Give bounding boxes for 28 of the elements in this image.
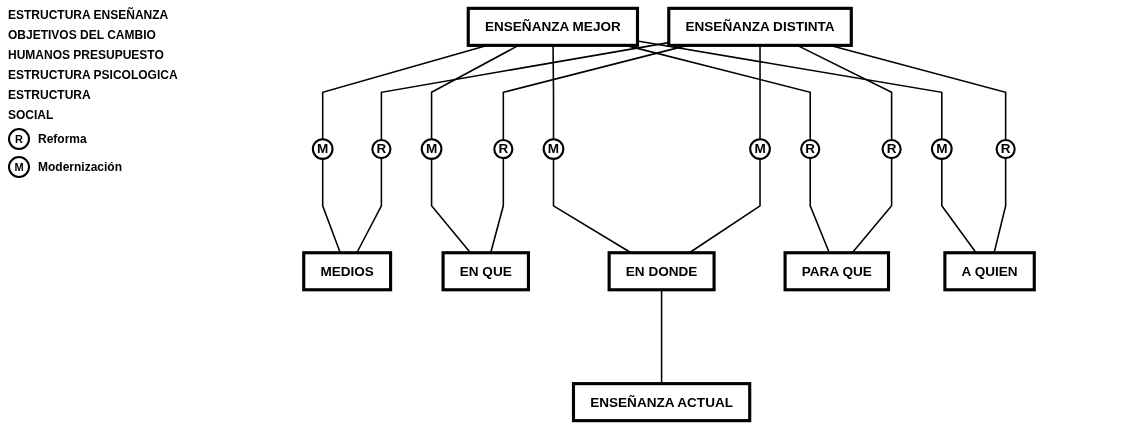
- legend-symbol: R: [8, 128, 30, 150]
- node-box: EN DONDE: [607, 251, 716, 292]
- legend-symbol: M: [8, 156, 30, 178]
- area-label: ESTRUCTURA ENSEÑANZA: [8, 8, 170, 22]
- node-circle: M: [542, 138, 565, 160]
- node-circle: R: [881, 138, 902, 160]
- node-circle: R: [493, 138, 514, 160]
- node-circle: M: [420, 138, 443, 160]
- node-circle: M: [749, 138, 771, 160]
- node-box: ENSEÑANZA DISTINTA: [667, 6, 853, 47]
- node-box: ENSEÑANZA MEJOR: [466, 6, 640, 47]
- node-circle: M: [930, 138, 953, 160]
- area-label: ESTRUCTURA: [8, 88, 92, 102]
- node-box: EN QUE: [441, 251, 530, 292]
- node-circle: R: [371, 138, 392, 160]
- legend-label: Modernización: [38, 160, 122, 174]
- node-circle: M: [311, 138, 334, 160]
- area-label: HUMANOS PRESUPUESTO: [8, 48, 165, 62]
- area-label: SOCIAL: [8, 108, 55, 122]
- legend-label: Reforma: [38, 132, 87, 146]
- node-circle: R: [800, 138, 821, 160]
- node-box: ENSEÑANZA ACTUAL: [571, 382, 752, 423]
- node-circle: R: [995, 138, 1016, 160]
- area-label: ESTRUCTURA PSICOLOGICA: [8, 68, 179, 82]
- node-box: PARA QUE: [783, 251, 891, 292]
- node-box: A QUIEN: [943, 251, 1036, 292]
- area-label: OBJETIVOS DEL CAMBIO: [8, 28, 157, 42]
- node-box: MEDIOS: [302, 251, 393, 292]
